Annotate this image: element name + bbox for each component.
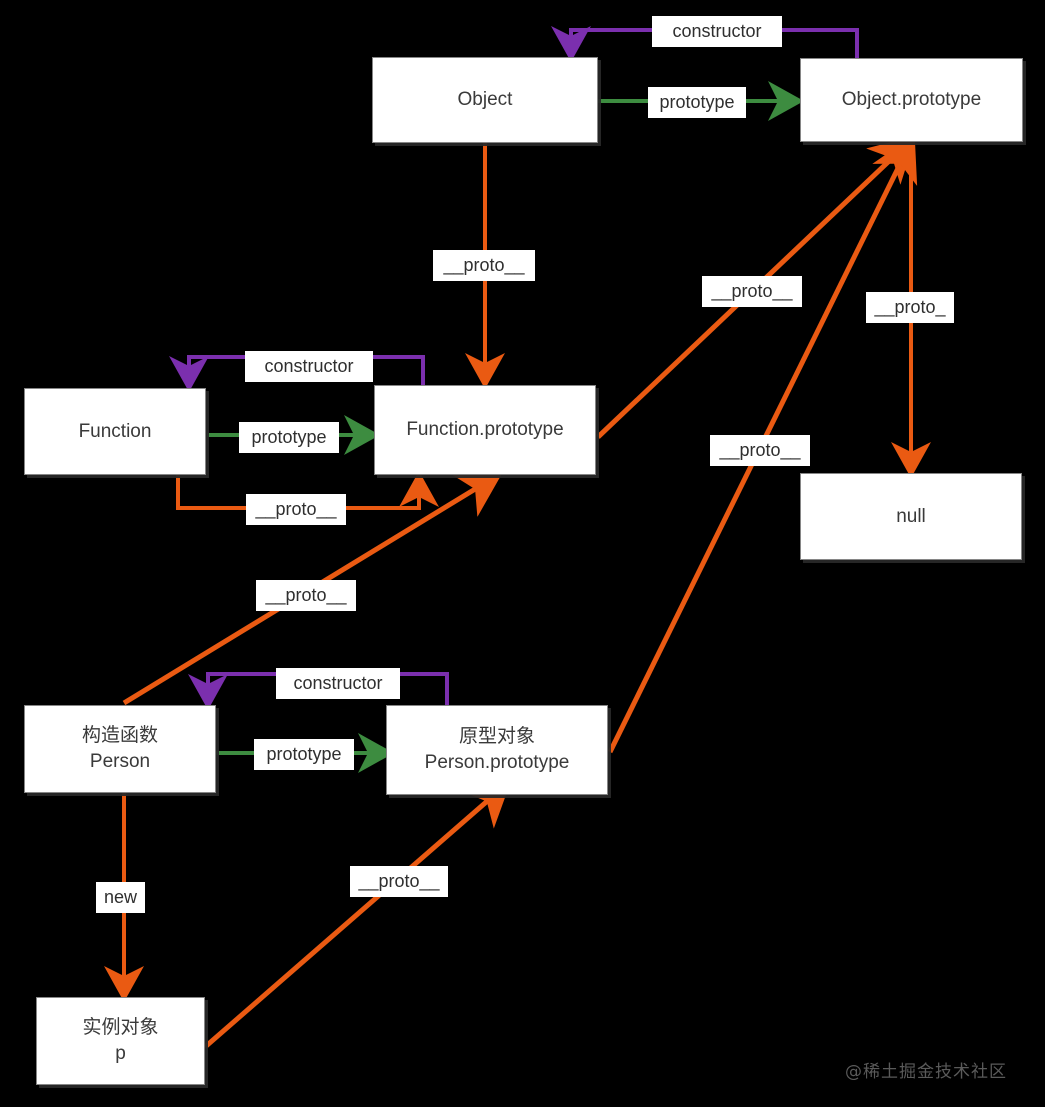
edge-label-proto-person: __proto__ [256, 580, 356, 611]
node-function[interactable]: Function [24, 388, 206, 475]
node-function-label: Function [78, 420, 152, 442]
edge-label-constructor-function: constructor [245, 351, 373, 382]
node-instance-p[interactable]: 实例对象 p [36, 997, 205, 1085]
node-object[interactable]: Object [372, 57, 598, 143]
node-instance-label-cn: 实例对象 [82, 1017, 159, 1039]
node-instance-label-en: p [115, 1043, 126, 1064]
edge-label-constructor-person: constructor [276, 668, 400, 699]
node-object-label: Object [457, 89, 513, 111]
edge-label-new: new [96, 882, 145, 913]
edge-label-prototype-person: prototype [254, 739, 354, 770]
node-object-prototype-label: Object.prototype [841, 89, 982, 111]
node-person[interactable]: 构造函数 Person [24, 705, 216, 793]
edge-proto-instance-to-person-prototype [203, 780, 512, 1049]
edge-label-proto-object: __proto__ [433, 250, 535, 281]
edge-label-proto-function: __proto__ [246, 494, 346, 525]
edge-label-prototype-function: prototype [239, 422, 339, 453]
edge-label-proto-object-prototype-null: __proto_ [866, 292, 954, 323]
edge-label-proto-person-prototype: __proto__ [710, 435, 810, 466]
watermark: @稀土掘金技术社区 [845, 1062, 1007, 1082]
node-null[interactable]: null [800, 473, 1022, 560]
node-object-prototype[interactable]: Object.prototype [800, 58, 1023, 142]
node-person-label-cn: 构造函数 [81, 725, 158, 747]
node-person-prototype[interactable]: 原型对象 Person.prototype [386, 705, 608, 795]
node-function-prototype[interactable]: Function.prototype [374, 385, 596, 475]
edge-label-prototype-object: prototype [648, 87, 746, 118]
edge-label-proto-instance: __proto__ [350, 866, 448, 897]
node-person-label-en: Person [89, 751, 151, 772]
node-null-label: null [896, 505, 926, 527]
edge-label-constructor-object: constructor [652, 16, 782, 47]
node-person-prototype-label-cn: 原型对象 [458, 726, 535, 748]
edge-label-proto-function-prototype: __proto__ [702, 276, 802, 307]
node-person-prototype-label-en: Person.prototype [424, 752, 570, 773]
node-function-prototype-label: Function.prototype [406, 419, 564, 441]
